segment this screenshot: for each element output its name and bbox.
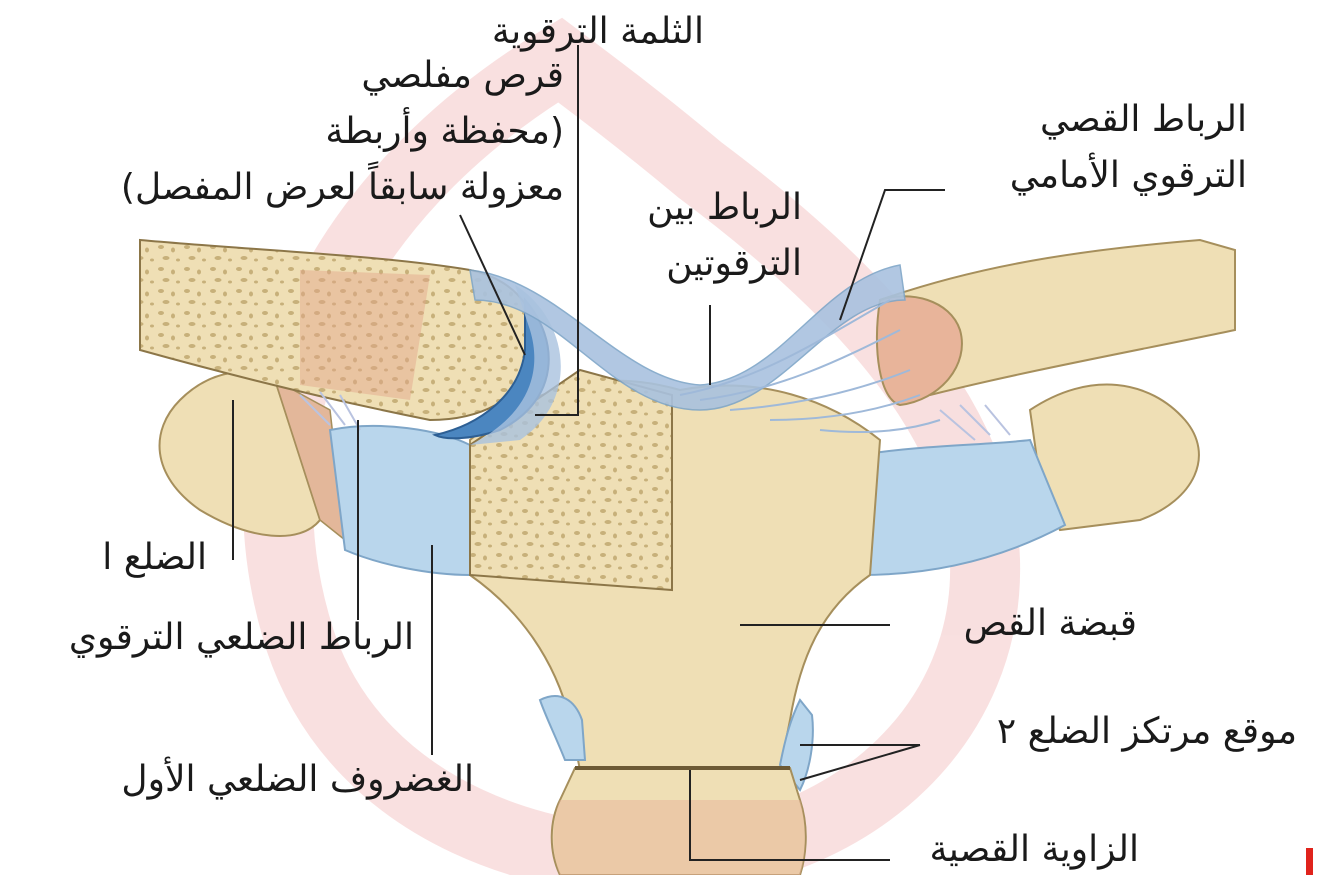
label-articular-disc-line-3: معزولة سابقاً لعرض المفصل) [121,160,564,216]
left-costal-cartilage [330,426,470,575]
label-interclavicular-line-2: الترقوتين [647,236,802,292]
label-sternal-angle-text: الزاوية القصية [929,822,1139,878]
label-manubrium: قبضة القص [964,596,1137,652]
label-first-costal-cartilage: الغضروف الضلعي الأول [121,752,474,808]
label-rib-1: الضلع ا [102,530,207,586]
label-manubrium-text: قبضة القص [964,596,1137,652]
sternal-body-lower-tint [553,800,805,875]
corner-mark [1306,848,1313,875]
label-rib-2-articulation-text: موقع مرتكز الضلع ٢ [997,704,1297,760]
label-costoclavicular-ligament: الرباط الضلعي الترقوي [69,610,414,666]
label-first-costal-cartilage-text: الغضروف الضلعي الأول [121,752,474,808]
label-rib-2-articulation: موقع مرتكز الضلع ٢ [997,704,1297,760]
label-articular-disc-line-1: قرص مفلصي [121,48,564,104]
label-interclavicular-line-1: الرباط بين [647,180,802,236]
right-costal-cartilage [860,440,1065,575]
label-articular-disc: قرص مفلصي (محفظة وأربطة معزولة سابقاً لع… [121,48,564,216]
label-costoclavicular-text: الرباط الضلعي الترقوي [69,610,414,666]
label-anterior-sc-line-1: الرباط القصي [1010,92,1247,148]
left-clavicle-highlight [300,270,430,400]
label-sternal-angle: الزاوية القصية [929,822,1139,878]
label-interclavicular-ligament: الرباط بين الترقوتين [647,180,802,292]
label-anterior-sternoclavicular-ligament: الرباط القصي الترقوي الأمامي [1010,92,1247,204]
label-articular-disc-line-2: (محفظة وأربطة [121,104,564,160]
label-anterior-sc-line-2: الترقوي الأمامي [1010,148,1247,204]
label-rib-1-text: الضلع ا [102,530,207,586]
